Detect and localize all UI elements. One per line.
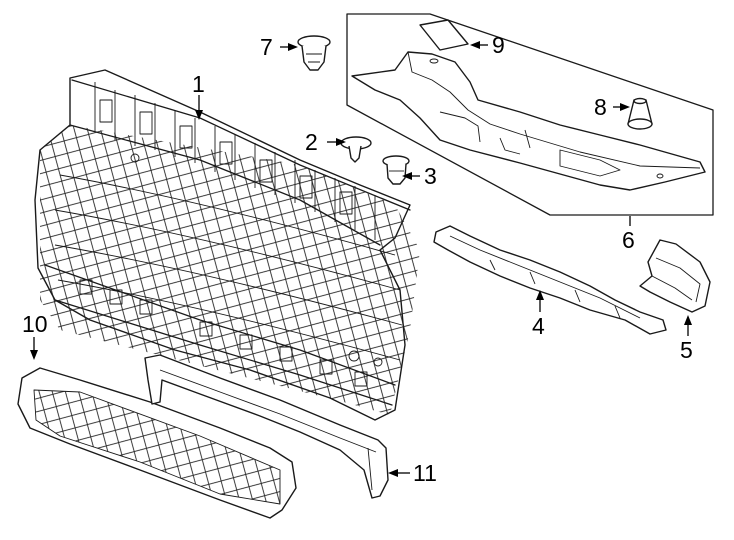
callout-9: 9 (492, 32, 505, 58)
callout-11: 11 (413, 460, 437, 486)
bracket-4 (433, 225, 667, 335)
push-pin-2 (340, 136, 372, 163)
air-guide-5 (639, 239, 711, 313)
leader-lines (30, 41, 692, 477)
part-6-box (346, 13, 714, 216)
callout-8: 8 (594, 94, 607, 120)
clip-7 (297, 35, 331, 71)
callout-6: 6 (622, 227, 635, 253)
callout-3: 3 (424, 163, 437, 189)
tie-bar-cover-6 (351, 51, 706, 191)
lower-support-11 (144, 354, 389, 499)
callout-labels: 1 2 3 4 5 6 7 8 9 10 11 (22, 32, 693, 486)
grille-assembly (34, 69, 420, 421)
lower-grille-10 (17, 367, 297, 519)
callout-4: 4 (532, 313, 545, 339)
bumper-8 (627, 97, 653, 130)
callout-10: 10 (22, 311, 48, 337)
callout-1: 1 (192, 71, 205, 97)
clip-3 (382, 155, 410, 185)
callout-2: 2 (305, 129, 318, 155)
label-9 (419, 19, 469, 51)
callout-5: 5 (680, 337, 693, 363)
callout-7: 7 (260, 34, 273, 60)
